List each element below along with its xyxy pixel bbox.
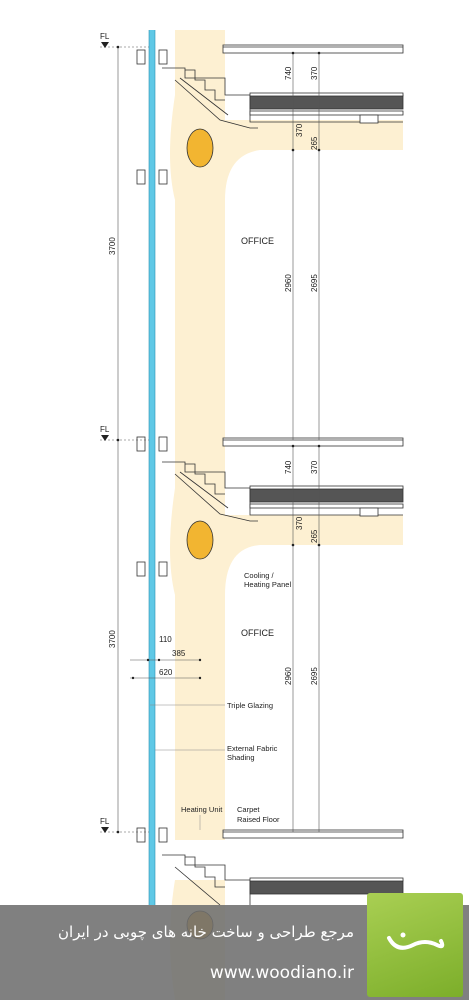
dim-370: 370 <box>310 66 319 80</box>
dim-370: 370 <box>310 460 319 474</box>
heating-unit-label: Heating Unit <box>181 805 223 814</box>
fl-label: FL <box>100 425 110 434</box>
room-label: OFFICE <box>241 236 274 246</box>
dim-110: 110 <box>159 635 172 644</box>
watermark-banner: مرجع طراحی و ساخت خانه های چوبی در ایران… <box>0 893 469 1000</box>
clear-height-dim: 2695 <box>310 274 319 292</box>
mullion-brackets <box>136 49 168 843</box>
dim-740: 740 <box>284 460 293 474</box>
dimension-lines <box>100 46 320 833</box>
fl-label: FL <box>100 817 110 826</box>
floor-slab-2 <box>162 437 404 522</box>
dim-620: 620 <box>159 668 173 677</box>
dim-370: 370 <box>295 123 304 137</box>
dim-370: 370 <box>295 516 304 530</box>
clear-height-dim: 2960 <box>284 667 293 685</box>
fl-marker-3: FL <box>100 817 110 833</box>
cooling-panel-label-1: Cooling / <box>244 571 275 580</box>
floor-label-1: Carpet <box>237 805 260 814</box>
fl-marker-1: FL <box>100 32 110 48</box>
glass-pane <box>149 30 155 905</box>
cooling-panel-label-2: Heating Panel <box>244 580 291 589</box>
floor-label-2: Raised Floor <box>237 815 280 824</box>
floor-slab-3 <box>162 829 404 906</box>
floor-height-dim: 3700 <box>108 630 117 648</box>
dimension-ticks <box>116 45 321 834</box>
banner-title: مرجع طراحی و ساخت خانه های چوبی در ایران <box>58 923 354 941</box>
shading-label-1: External Fabric <box>227 744 278 753</box>
dim-265: 265 <box>310 529 319 543</box>
shading-label-2: Shading <box>227 753 255 762</box>
dim-740: 740 <box>284 66 293 80</box>
dim-265: 265 <box>310 136 319 150</box>
clear-height-dim: 2960 <box>284 274 293 292</box>
fl-label: FL <box>100 32 110 41</box>
woodiano-logo[interactable] <box>367 893 463 997</box>
logo-mark-icon <box>387 932 445 950</box>
leader-lines <box>150 704 225 830</box>
fl-marker-2: FL <box>100 425 110 441</box>
room-label: OFFICE <box>241 628 274 638</box>
clear-height-dim: 2695 <box>310 667 319 685</box>
triple-glazing-label: Triple Glazing <box>227 701 273 710</box>
dim-385: 385 <box>172 649 186 658</box>
floor-slab-1 <box>162 44 404 129</box>
floor-height-dim: 3700 <box>108 237 117 255</box>
banner-url[interactable]: www.woodiano.ir <box>209 963 354 983</box>
